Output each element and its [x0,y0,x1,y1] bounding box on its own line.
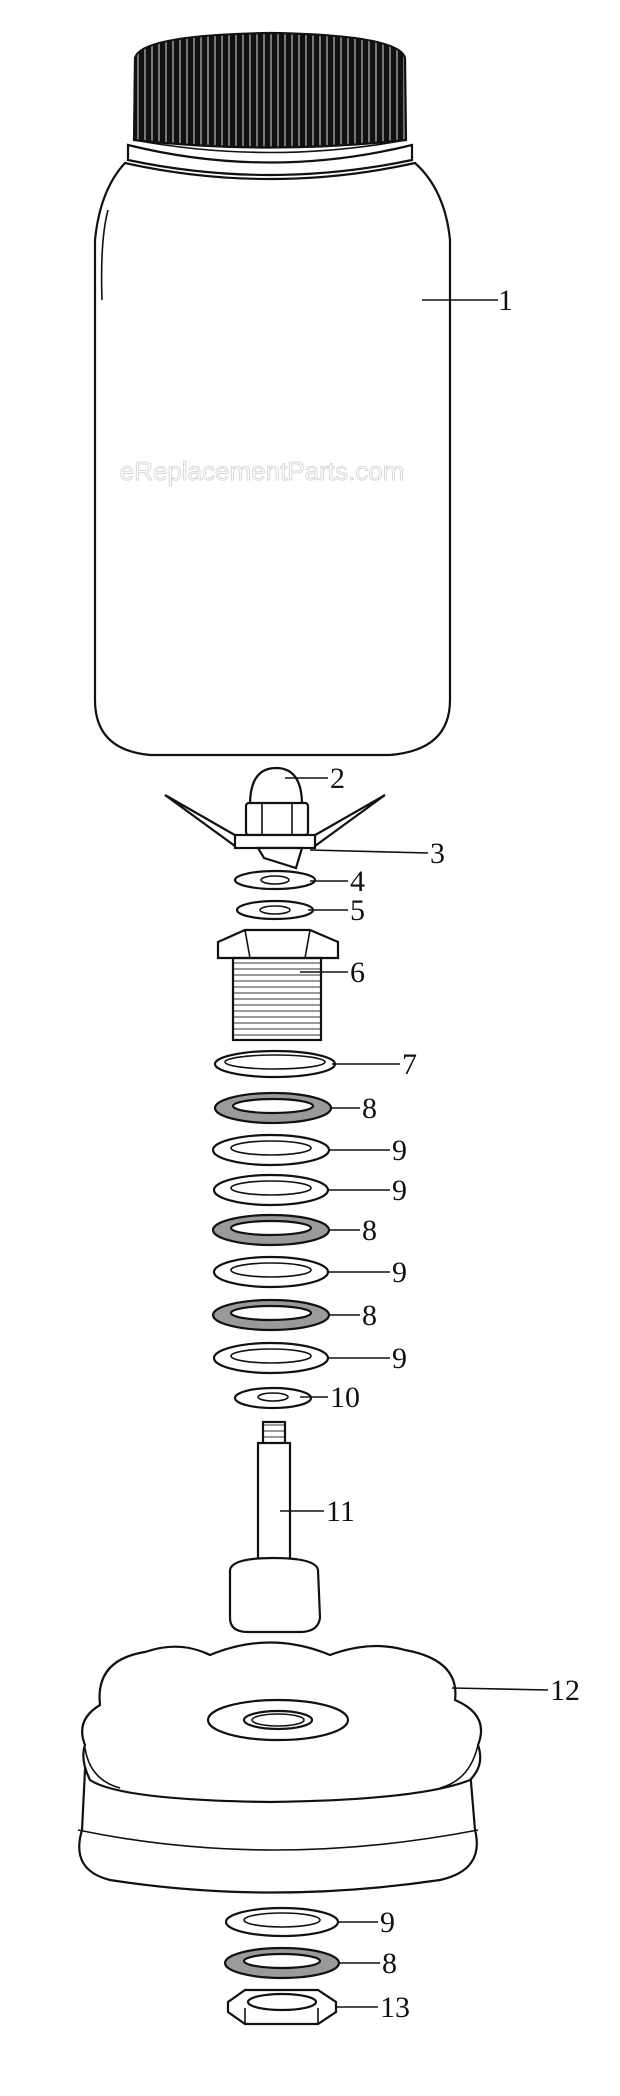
part-5-washer[interactable] [235,899,315,921]
callout-8b: 8 [362,1214,377,1247]
part-10-washer[interactable] [233,1386,313,1410]
callout-labels: 1 2 3 4 5 6 7 8 9 9 8 9 8 9 10 11 12 9 8… [326,284,580,2024]
callout-13: 13 [380,1991,410,2024]
watermark-text: eReplacementParts.com [120,456,405,486]
part-8-gasket-a[interactable] [213,1091,333,1125]
callout-3: 3 [430,837,445,870]
part-9-washer-c[interactable] [212,1255,330,1289]
callout-1: 1 [498,284,513,317]
part-9-washer-d[interactable] [212,1341,330,1375]
callout-9c: 9 [392,1256,407,1289]
callout-2: 2 [330,762,345,795]
leader-3 [309,849,429,854]
callout-9d: 9 [392,1342,407,1375]
part-8-gasket-d[interactable] [223,1946,341,1980]
part-13-hex-nut[interactable] [226,1988,338,2026]
callout-5: 5 [350,894,365,927]
part-4-washer[interactable] [233,869,317,891]
leader-12 [451,1687,549,1691]
callout-8c: 8 [362,1299,377,1332]
callout-11: 11 [326,1495,355,1528]
callout-9e: 9 [380,1906,395,1939]
part-1-jar[interactable] [93,31,452,757]
leader-lines [280,299,549,2008]
callout-4: 4 [350,865,365,898]
part-6-bearing-housing[interactable] [216,928,340,1042]
part-9-washer-a[interactable] [211,1133,331,1167]
callout-9b: 9 [392,1174,407,1207]
part-7-gasket[interactable] [213,1049,337,1079]
part-9-washer-b[interactable] [212,1173,330,1207]
part-9-washer-e[interactable] [224,1906,340,1938]
callout-12: 12 [550,1674,580,1707]
part-11-shaft[interactable] [228,1420,322,1634]
part-8-gasket-c[interactable] [211,1298,331,1332]
callout-7: 7 [402,1048,417,1081]
callout-8d: 8 [382,1947,397,1980]
part-3-blade[interactable] [164,794,386,870]
part-8-gasket-b[interactable] [211,1213,331,1247]
callout-8a: 8 [362,1092,377,1125]
part-12-base[interactable] [77,1641,483,1894]
callout-6: 6 [350,956,365,989]
callout-10: 10 [330,1381,360,1414]
callout-9a: 9 [392,1134,407,1167]
